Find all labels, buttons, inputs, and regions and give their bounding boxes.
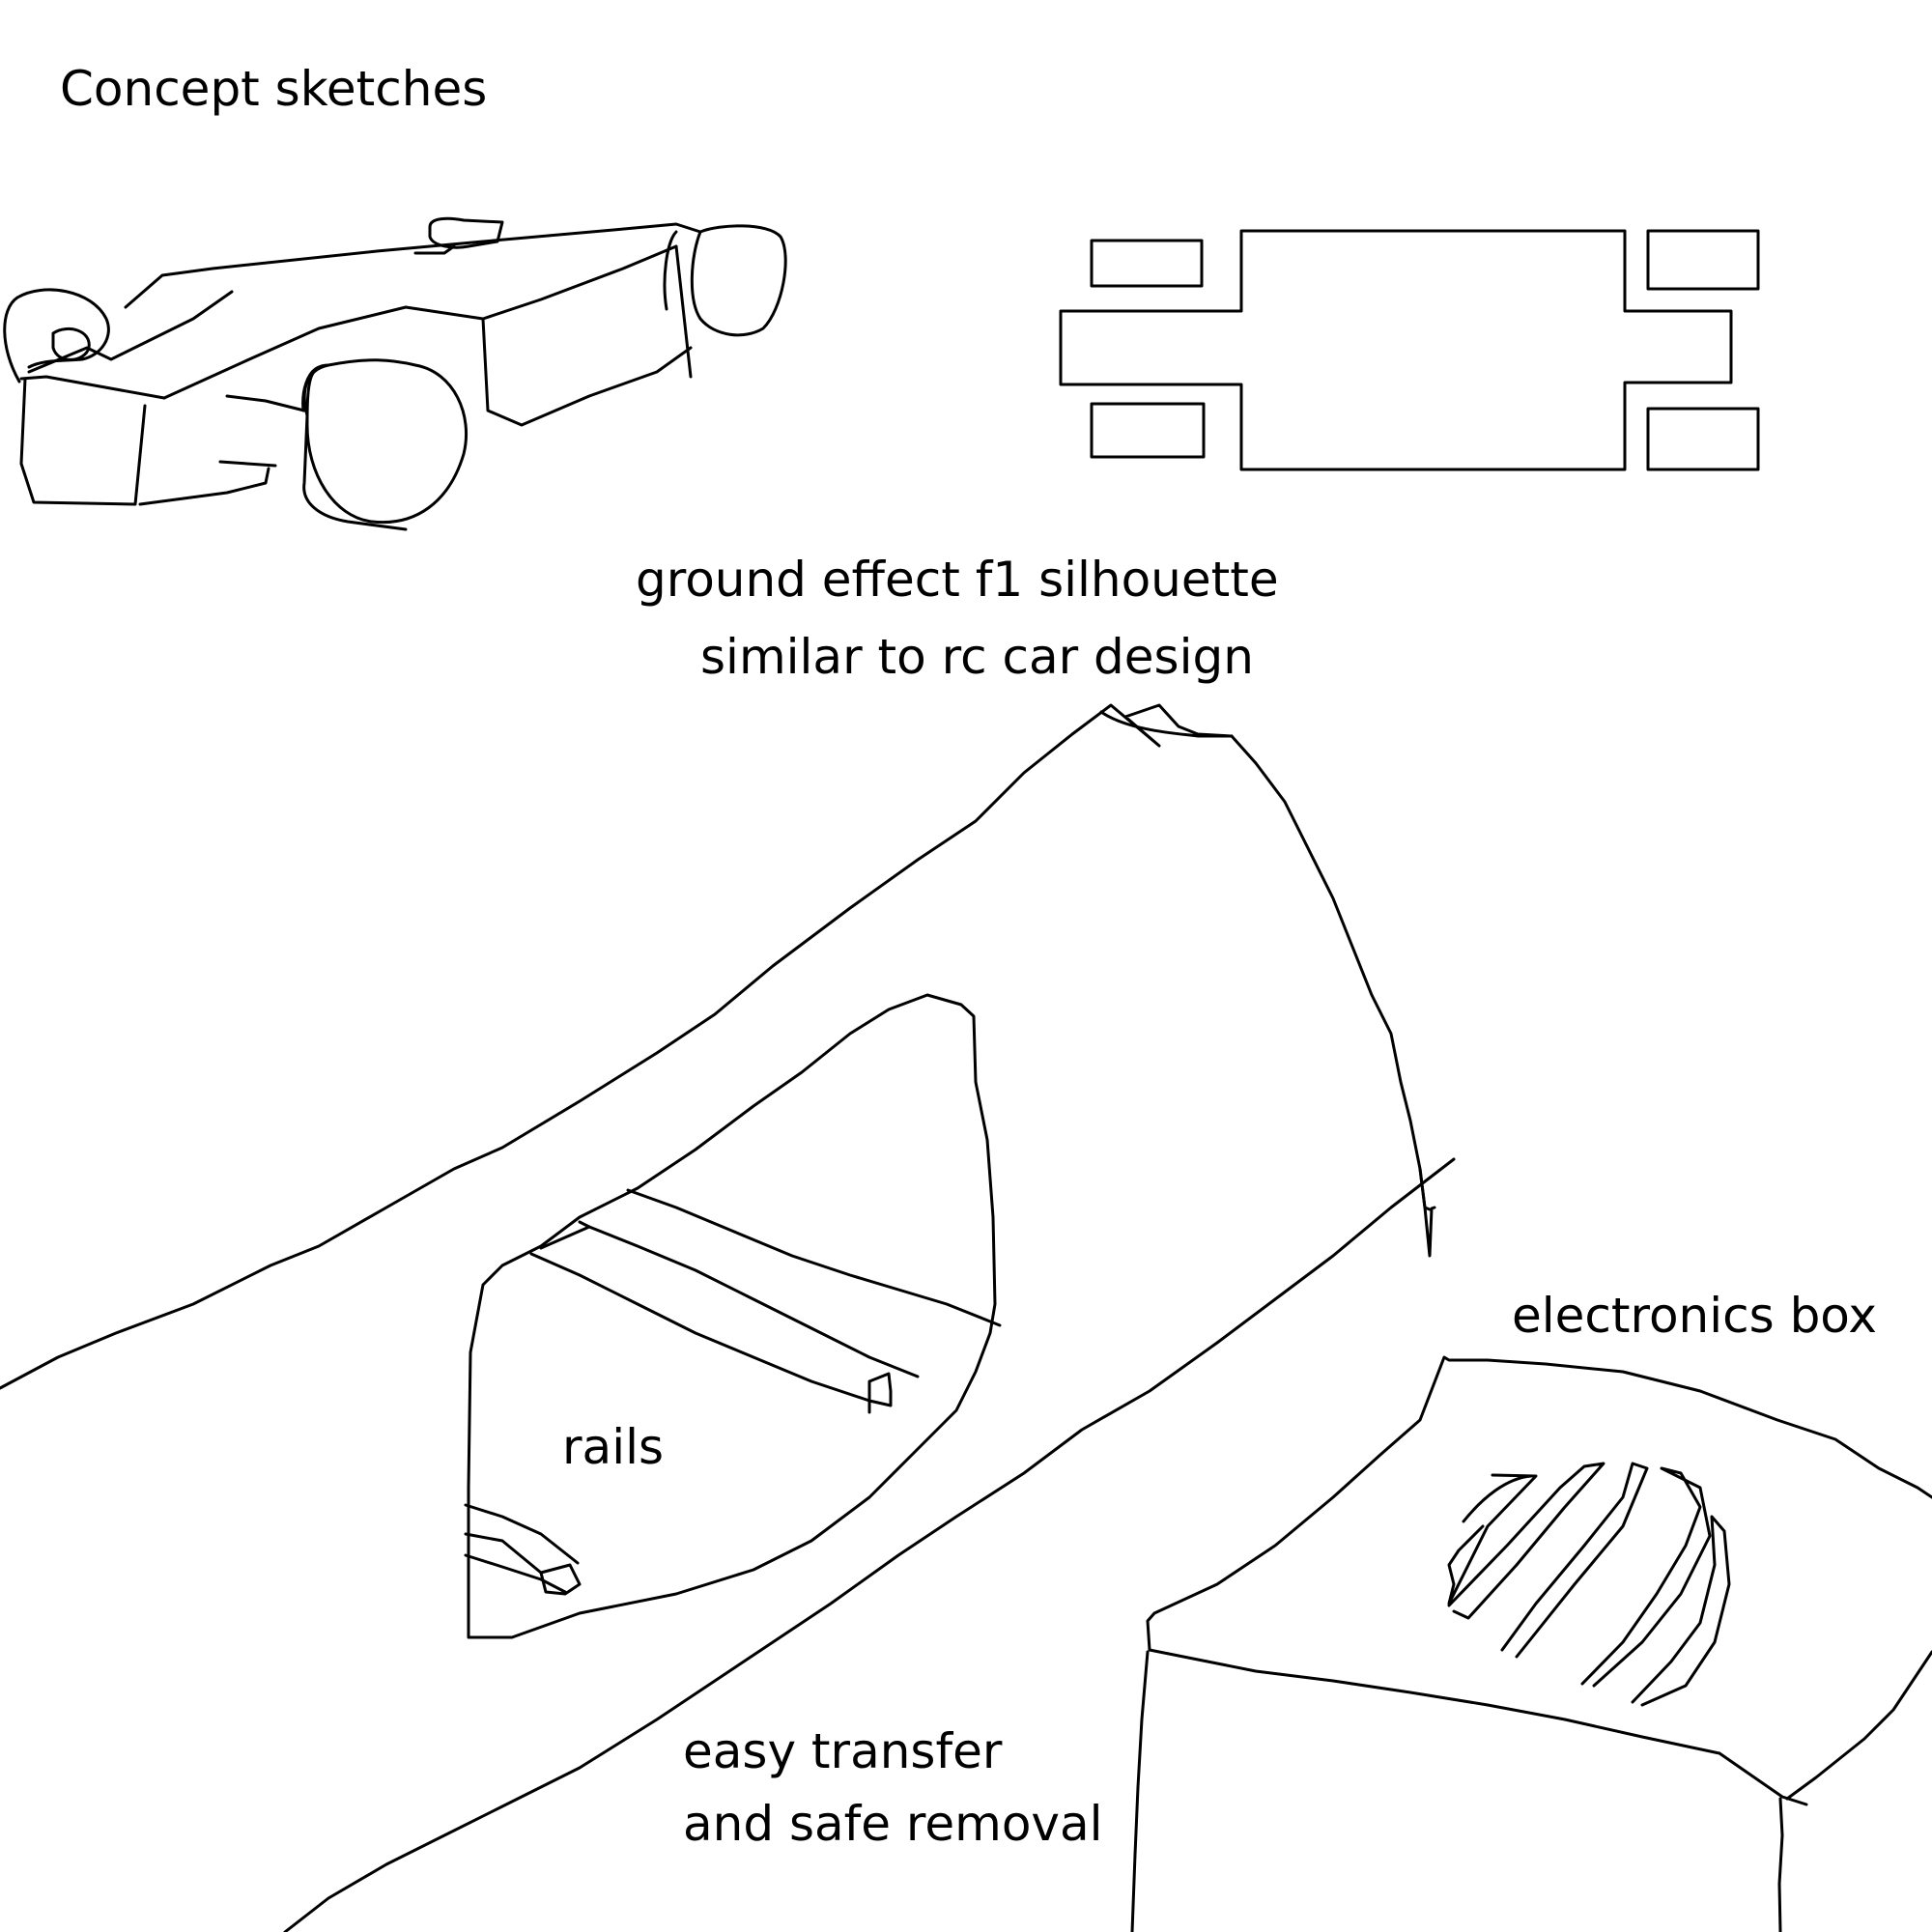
car-sidepod-lower	[483, 319, 691, 425]
car-rear-wheel	[692, 226, 785, 335]
rail-lower-line-a	[466, 1505, 578, 1563]
rail-upper-line-a	[541, 1227, 918, 1377]
car-front-right-wheel-side	[304, 365, 406, 529]
box-vent-slot-4	[1502, 1463, 1647, 1657]
rails-label: rails	[562, 1418, 664, 1476]
transfer-caption-line1: easy transfer	[683, 1722, 1002, 1780]
rail-upper-end	[869, 1374, 891, 1412]
car-underside-line-2	[220, 462, 275, 466]
body-shell-rear-lower	[1420, 1169, 1430, 1209]
box-front-left-edge	[1132, 1652, 1148, 1932]
body-shell-top-curve	[1101, 712, 1232, 736]
car-front-left-wheel	[5, 290, 109, 382]
body-shell-rear-edge	[1232, 736, 1435, 1256]
car-sidepod	[483, 246, 676, 319]
page-title: Concept sketches	[60, 60, 487, 118]
car-front-right-wheel	[307, 360, 467, 523]
wheel-rear-right	[1648, 409, 1758, 469]
box-top-front-edge	[1150, 1650, 1806, 1804]
f1-car-sketch	[5, 218, 785, 529]
rail-lower-line-b	[466, 1555, 565, 1592]
wheel-front-right	[1092, 404, 1204, 457]
electronics-box-sketch	[1132, 1357, 1932, 1932]
box-vent-slot-6	[1633, 1517, 1729, 1705]
rail-guide-line	[628, 1190, 1000, 1325]
car-nose-side	[164, 307, 483, 398]
car-front-wing	[21, 377, 164, 398]
car-body-top	[126, 224, 700, 307]
box-vent-slot-5	[1582, 1468, 1710, 1686]
body-cutout	[469, 995, 995, 1637]
wheel-rear-left	[1648, 231, 1758, 289]
rail-upper-line-b	[531, 1254, 869, 1401]
silhouette-caption-line1: ground effect f1 silhouette	[636, 551, 1279, 609]
chassis-outline	[1061, 231, 1731, 469]
electronics-box-label: electronics box	[1512, 1287, 1877, 1345]
car-underside-line	[227, 396, 304, 411]
car-rear-wheel-front	[665, 232, 676, 309]
car-chin	[140, 469, 269, 504]
chassis-top-view	[1061, 231, 1758, 469]
silhouette-caption-line2: similar to rc car design	[700, 628, 1254, 686]
box-top-right-edge	[1787, 1652, 1932, 1799]
body-shell-top	[0, 705, 1232, 1388]
transfer-caption-line2: and safe removal	[683, 1795, 1103, 1853]
car-front-box	[21, 379, 145, 504]
box-top-face	[1148, 1357, 1932, 1650]
rail-upper-top	[580, 1222, 589, 1227]
wheel-front-left	[1092, 241, 1202, 286]
box-front-right-edge	[1779, 1799, 1782, 1932]
